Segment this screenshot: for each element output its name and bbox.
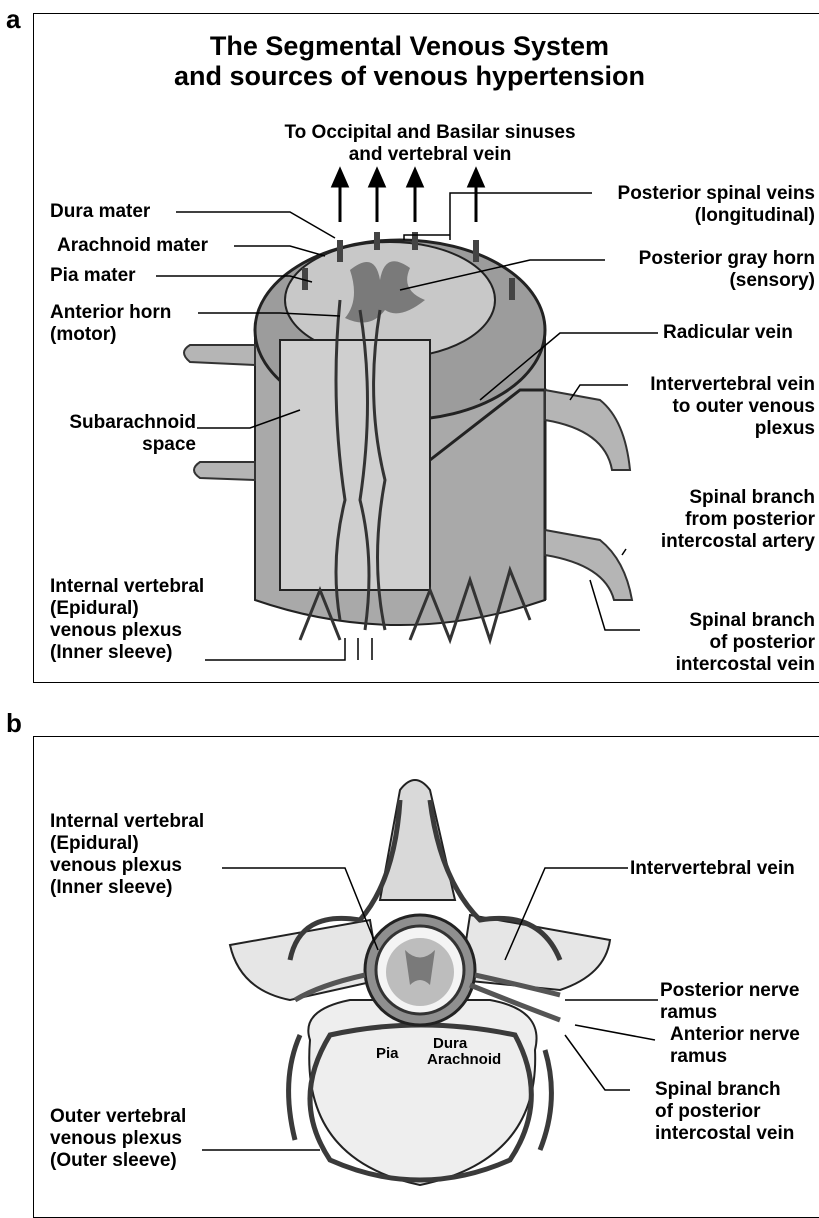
label-spinal-branch-vein-b: Spinal branch of posterior intercostal v… (655, 1079, 794, 1145)
label-posterior-nerve-ramus: Posterior nerve ramus (660, 980, 799, 1024)
label-anterior-nerve-ramus: Anterior nerve ramus (670, 1024, 800, 1068)
label-intervertebral-vein-b: Intervertebral vein (630, 858, 795, 880)
label-internal-vertebral-plexus-b: Internal vertebral (Epidural) venous ple… (50, 811, 204, 899)
label-pia: Pia (376, 1046, 399, 1062)
spinal-canal (365, 915, 475, 1025)
label-arachnoid: Arachnoid (427, 1052, 501, 1068)
label-dura: Dura (433, 1036, 467, 1052)
label-outer-vertebral-plexus: Outer vertebral venous plexus (Outer sle… (50, 1106, 186, 1172)
